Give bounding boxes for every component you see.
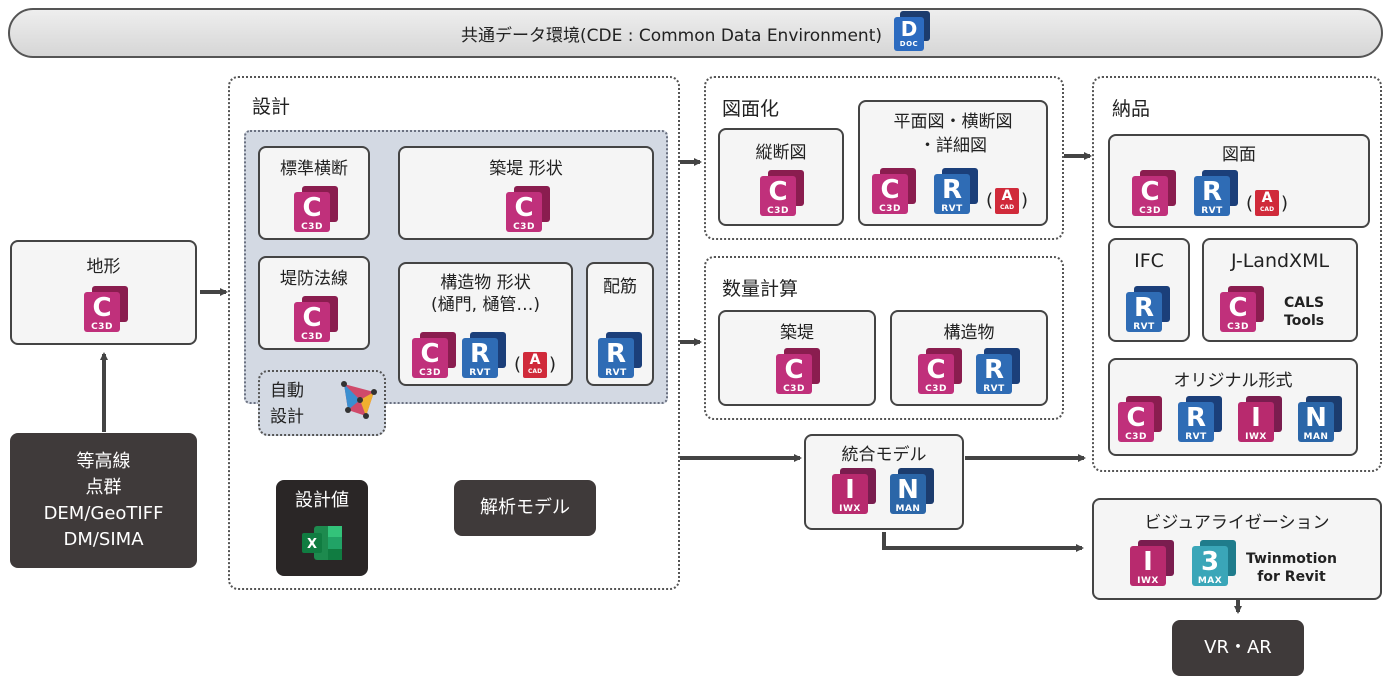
dynamo-icon bbox=[341, 381, 377, 419]
auto-design-box: 自動 設計 bbox=[258, 370, 386, 436]
longitudinal-label: 縦断図 bbox=[755, 143, 807, 163]
quantity-title: 数量計算 bbox=[722, 278, 799, 300]
rebar-label: 配筋 bbox=[603, 277, 637, 297]
auto-design-line-1: 自動 bbox=[270, 381, 304, 401]
twinmotion-label: Twinmotion for Revit bbox=[1246, 551, 1337, 585]
excel-icon: X bbox=[302, 526, 342, 560]
source-data-box: 等高線 点群 DEM/GeoTIFF DM/SIMA bbox=[10, 433, 197, 568]
structure-shape-sublabel: (樋門, 樋管…) bbox=[430, 295, 541, 315]
drawing-title: 図面化 bbox=[722, 98, 780, 120]
design-title: 設計 bbox=[252, 96, 291, 118]
visualization-label: ビジュアライゼーション bbox=[1144, 513, 1330, 533]
structure-shape-label: 構造物 形状 bbox=[440, 273, 531, 293]
source-line-1: 等高線 bbox=[76, 450, 131, 472]
auto-design-line-2: 設計 bbox=[270, 407, 304, 427]
landxml-label: J-LandXML bbox=[1230, 250, 1330, 272]
source-line-2: 点群 bbox=[85, 476, 122, 498]
source-line-4: DM/SIMA bbox=[63, 528, 144, 550]
ifc-label: IFC bbox=[1134, 250, 1164, 272]
plan-sublabel: ・詳細図 bbox=[919, 136, 987, 156]
cde-banner: 共通データ環境(CDE : Common Data Environment) D… bbox=[8, 8, 1383, 58]
embankment-label: 築堤 bbox=[780, 323, 814, 343]
delivery-title: 納品 bbox=[1112, 98, 1151, 120]
plan-label: 平面図・横断図 bbox=[893, 112, 1013, 132]
cals-tools-label: CALS Tools bbox=[1284, 295, 1325, 329]
embankment-shape-label: 築堤 形状 bbox=[489, 159, 563, 179]
svg-text:X: X bbox=[307, 537, 317, 552]
analysis-model-box: 解析モデル bbox=[454, 480, 596, 536]
cde-title: 共通データ環境(CDE : Common Data Environment) bbox=[460, 25, 882, 46]
arrow-integrated-to-visualization bbox=[882, 532, 1084, 552]
analysis-model-label: 解析モデル bbox=[480, 497, 570, 518]
terrain-label: 地形 bbox=[86, 257, 121, 277]
levee-alignment-label: 堤防法線 bbox=[280, 269, 348, 289]
structure-label: 構造物 bbox=[943, 323, 995, 343]
integrated-model-label: 統合モデル bbox=[841, 445, 927, 465]
delivery-drawings-label: 図面 bbox=[1222, 145, 1256, 165]
standard-cross-label: 標準横断 bbox=[280, 159, 348, 179]
design-values-label: 設計値 bbox=[295, 490, 349, 511]
design-values-box: 設計値 X bbox=[276, 480, 368, 576]
source-line-3: DEM/GeoTIFF bbox=[43, 502, 164, 524]
vr-ar-box: VR・AR bbox=[1172, 620, 1304, 676]
original-format-label: オリジナル形式 bbox=[1173, 371, 1293, 391]
vr-ar-label: VR・AR bbox=[1204, 637, 1272, 658]
